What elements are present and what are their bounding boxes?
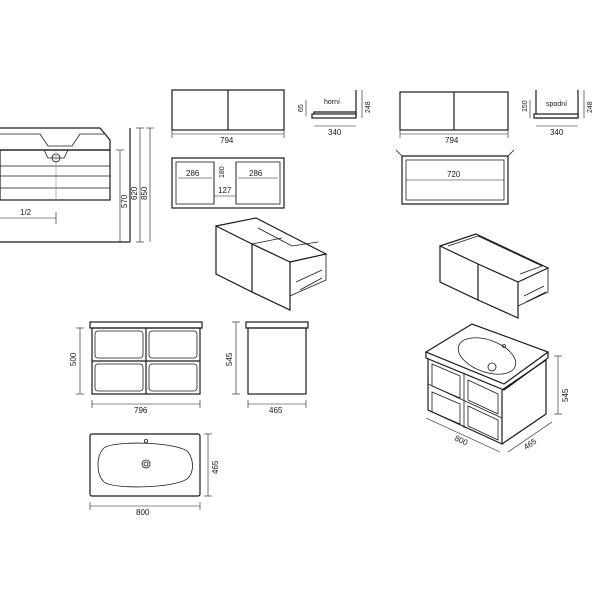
dim-180: 180 — [219, 166, 226, 178]
upper-drawer-front-view: 794 — [172, 90, 284, 145]
dim-465-side: 465 — [269, 406, 283, 415]
upper-drawer-isometric-view — [216, 218, 326, 310]
dim-850: 850 — [140, 186, 149, 200]
dim-127: 127 — [218, 186, 232, 195]
dim-800-top: 800 — [136, 508, 150, 517]
tag-horni: horní — [324, 99, 340, 106]
dim-545-side: 545 — [225, 352, 234, 366]
dim-500: 500 — [69, 352, 78, 366]
dim-570: 570 — [120, 194, 129, 208]
dim-620: 620 — [130, 186, 139, 200]
dim-545-iso: 545 — [561, 388, 570, 402]
tag-spodni: spodní — [546, 101, 567, 108]
cabinet-front-view: 500 796 — [69, 322, 202, 415]
lower-drawer-front-view: 794 — [400, 92, 508, 145]
dim-794-upper: 794 — [220, 136, 234, 145]
lower-drawer-isometric-view — [440, 234, 548, 318]
dim-800-iso: 800 — [453, 434, 469, 448]
dim-248-upper: 248 — [365, 101, 372, 113]
dim-340-lower: 340 — [550, 128, 564, 137]
upper-drawer-plan-view: 286 286 180 127 — [172, 158, 284, 208]
dim-340-upper: 340 — [328, 128, 342, 137]
upper-drawer-side-view: horní 65 248 340 — [298, 90, 372, 137]
dim-248-lower: 248 — [587, 101, 594, 113]
dim-150: 150 — [522, 100, 529, 112]
dim-465-iso: 465 — [522, 436, 539, 451]
lower-drawer-side-view: spodní 150 248 340 — [522, 90, 594, 137]
lower-drawer-plan-view: 720 — [396, 150, 514, 204]
cabinet-isometric-view: 800 465 545 — [426, 324, 570, 452]
basin-top-view: 465 800 — [90, 434, 220, 517]
dim-65: 65 — [298, 104, 305, 112]
cabinet-side-view: 545 465 — [225, 322, 308, 415]
dim-half: 1/2 — [20, 208, 32, 217]
side-section-view: 1/2 850 620 570 — [0, 128, 154, 242]
dim-796: 796 — [134, 406, 148, 415]
dim-794-lower: 794 — [445, 136, 459, 145]
dim-286-right: 286 — [249, 169, 263, 178]
dim-720: 720 — [447, 170, 461, 179]
dim-286-left: 286 — [186, 169, 200, 178]
dim-465-top: 465 — [211, 460, 220, 474]
